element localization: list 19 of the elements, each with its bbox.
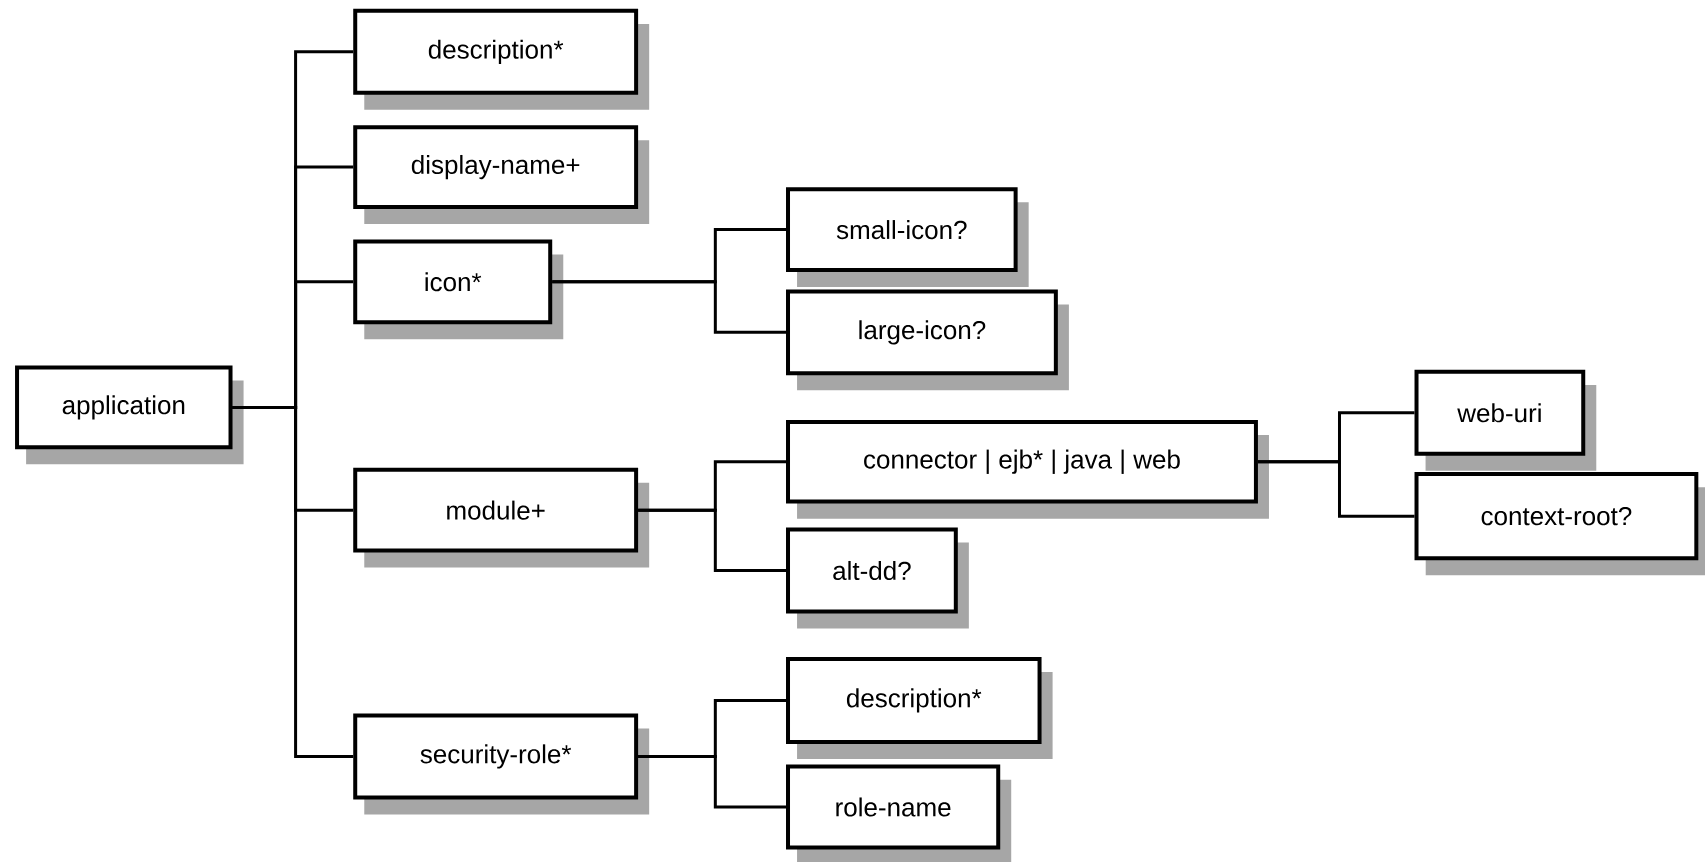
element-box: web-uri — [1414, 369, 1597, 471]
element-box: module+ — [353, 467, 650, 568]
element-box: connector | ejb* | java | web — [786, 419, 1269, 519]
element-box: security-role* — [353, 713, 650, 815]
element-box: role-name — [786, 764, 1012, 862]
element-box: small-icon? — [786, 187, 1029, 288]
element-box: description* — [353, 8, 650, 110]
element-box: description* — [786, 656, 1053, 759]
connector-line — [1257, 460, 1415, 518]
element-box: context-root? — [1414, 472, 1705, 576]
connector-line — [232, 405, 354, 758]
element-box: icon* — [353, 239, 564, 340]
element-box: large-icon? — [786, 289, 1069, 391]
element-box: application — [15, 365, 244, 465]
connector-line — [638, 508, 786, 572]
element-box: alt-dd? — [786, 527, 969, 629]
element-box: display-name+ — [353, 125, 650, 224]
connector-line — [552, 280, 786, 334]
connector-line — [638, 754, 786, 809]
